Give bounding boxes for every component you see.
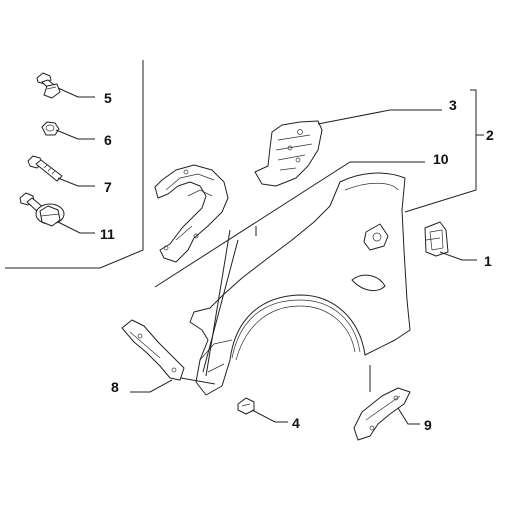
callout-8: 8 [111, 379, 119, 395]
callout-10: 10 [433, 151, 449, 167]
part-10-wheelarch-shield[interactable] [154, 164, 229, 263]
leader-lines [55, 87, 484, 425]
part-2-fender[interactable] [189, 172, 411, 396]
callout-5: 5 [104, 90, 112, 106]
hardware-inset-frame [5, 60, 144, 269]
part-9-lower-bracket[interactable] [353, 387, 411, 441]
part-3-inner-panel[interactable] [254, 120, 323, 187]
callout-labels: 5 6 7 11 3 2 10 1 8 4 9 [100, 90, 494, 433]
part-8-bracket[interactable] [121, 319, 185, 381]
callout-9: 9 [424, 417, 432, 433]
part-5-flange-bolt[interactable] [36, 72, 61, 99]
callout-4: 4 [292, 415, 300, 431]
callout-2: 2 [486, 127, 494, 143]
part-1-fuel-door-housing[interactable] [424, 221, 449, 257]
part-4-clip[interactable] [237, 397, 255, 415]
part-11-washer-bolt[interactable] [19, 192, 65, 227]
part-7-bolt[interactable] [27, 155, 63, 182]
callout-6: 6 [104, 132, 112, 148]
callout-3: 3 [449, 97, 457, 113]
part-6-nut[interactable] [41, 121, 60, 136]
callout-1: 1 [484, 253, 492, 269]
callout-7: 7 [104, 179, 112, 195]
callout-11: 11 [100, 226, 115, 242]
